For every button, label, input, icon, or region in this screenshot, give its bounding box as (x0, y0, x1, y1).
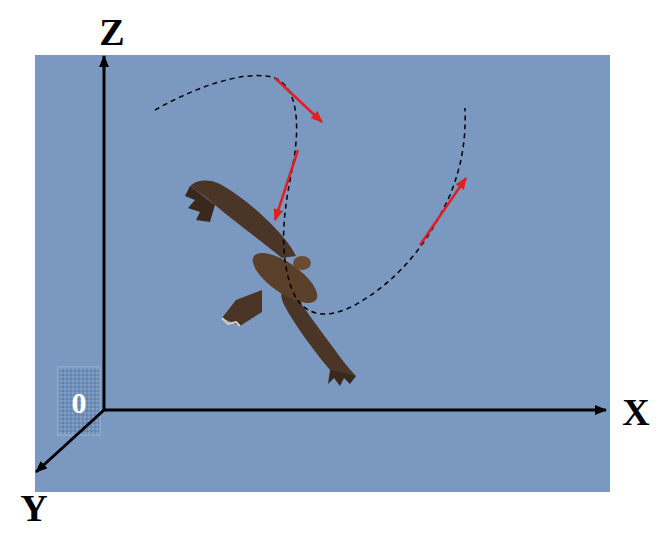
velocity-arrow (420, 178, 466, 245)
y-axis (36, 410, 104, 472)
trajectory-curve (155, 76, 465, 314)
axis-label: X (622, 393, 649, 431)
origin-label: 0 (72, 388, 87, 418)
origin-patch (58, 367, 100, 435)
axis-label: Y (20, 489, 47, 527)
eagle (185, 180, 356, 386)
z-axis (103, 56, 106, 410)
velocity-arrow (275, 150, 298, 220)
x-axis (104, 409, 606, 412)
axis-label: Z (99, 13, 124, 51)
sky-background (35, 55, 610, 492)
velocity-arrow (275, 78, 322, 122)
